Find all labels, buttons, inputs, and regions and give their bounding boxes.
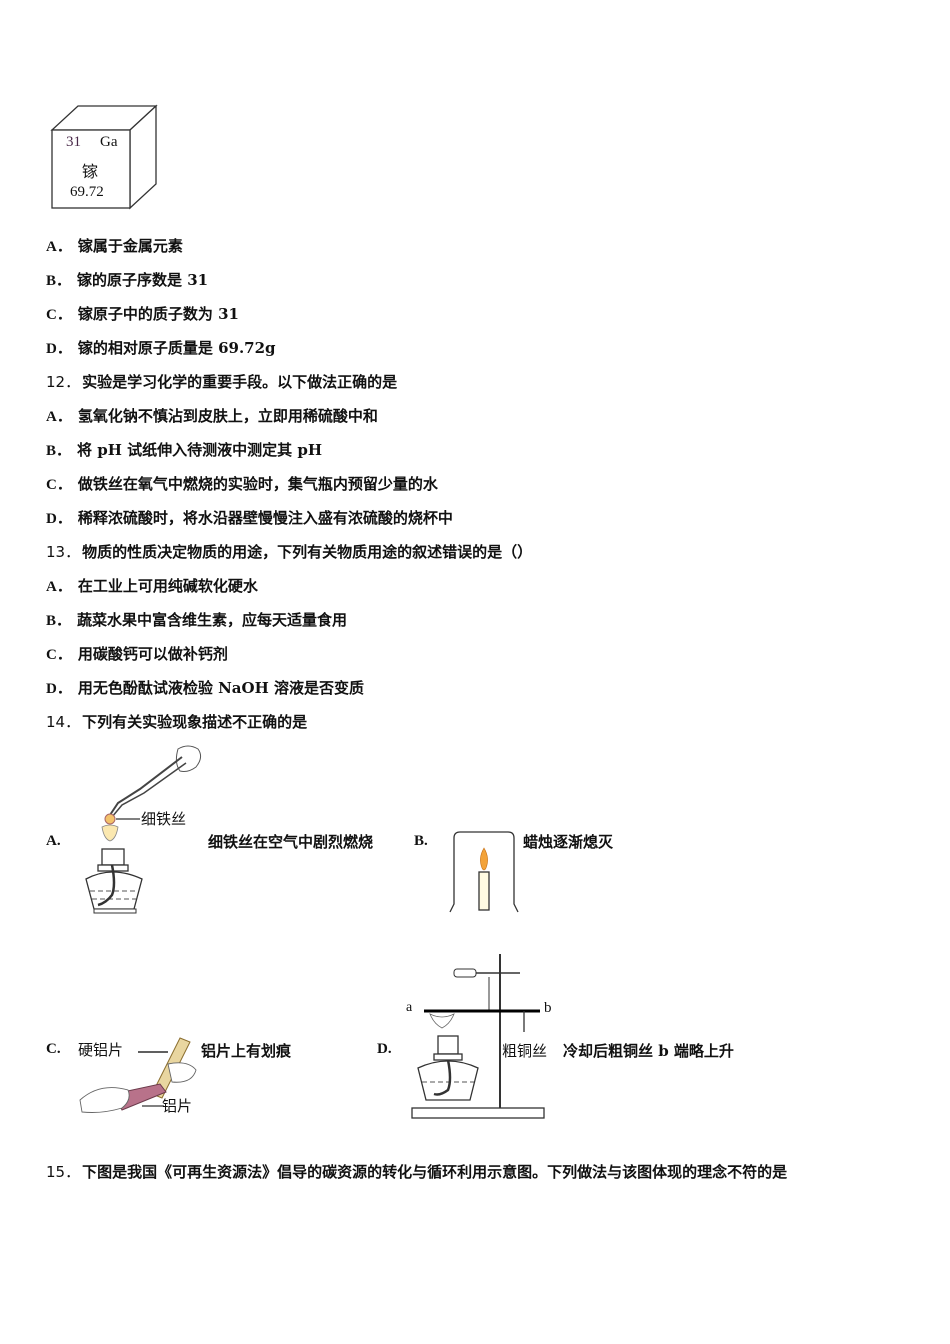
option-letter: C． bbox=[46, 477, 72, 493]
aluminium-scratch-figure: 硬铝片 铝片 bbox=[78, 1034, 198, 1120]
option-letter: B． bbox=[46, 443, 72, 459]
question-number: 13． bbox=[46, 543, 81, 561]
iron-wire-figure: 细铁丝 bbox=[78, 745, 208, 917]
option-text: 氢氧化钠不慎沾到皮肤上，立即用稀硫酸中和 bbox=[77, 407, 378, 425]
aluminium-label: 铝片 bbox=[162, 1097, 193, 1115]
q13-option-a: A． 在工业上可用纯碱软化硬水 bbox=[46, 576, 258, 597]
q15-stem: 15．下图是我国《可再生资源法》倡导的碳资源的转化与循环利用示意图。下列做法与该… bbox=[46, 1162, 787, 1182]
hard-aluminium-label: 硬铝片 bbox=[78, 1041, 124, 1059]
question-text: 物质的性质决定物质的用途，下列有关物质用途的叙述错误的是（） bbox=[82, 543, 533, 561]
copper-wire-figure: a b 粗铜丝 bbox=[404, 950, 564, 1122]
question-number: 14． bbox=[46, 713, 81, 731]
option-letter: C． bbox=[46, 307, 72, 323]
question-text: 下列有关实验现象描述不正确的是 bbox=[82, 713, 308, 731]
option-text: 稀释浓硫酸时，将水沿器壁慢慢注入盛有浓硫酸的烧杯中 bbox=[77, 509, 453, 527]
q14-option-a-text: 细铁丝在空气中剧烈燃烧 bbox=[208, 833, 374, 851]
q13-option-d: D． 用无色酚酞试液检验 NaOH 溶液是否变质 bbox=[46, 678, 364, 699]
iron-stand-and-lamp-icon bbox=[411, 954, 545, 1119]
option-text: 镓原子中的质子数为 31 bbox=[77, 305, 239, 323]
hands-aluminium-icon bbox=[79, 1037, 197, 1113]
q11-option-c: C． 镓原子中的质子数为 31 bbox=[46, 304, 239, 325]
atomic-number: 31 bbox=[66, 134, 81, 150]
q14-stem: 14．下列有关实验现象描述不正确的是 bbox=[46, 712, 307, 732]
candle-jar-figure bbox=[448, 830, 520, 914]
option-text: 镓的相对原子质量是 69.72g bbox=[77, 339, 276, 357]
option-text: 用无色酚酞试液检验 NaOH 溶液是否变质 bbox=[77, 679, 364, 697]
q14-option-b-text: 蜡烛逐渐熄灭 bbox=[523, 833, 614, 851]
question-text: 下图是我国《可再生资源法》倡导的碳资源的转化与循环利用示意图。下列做法与该图体现… bbox=[82, 1163, 788, 1181]
iron-wire-label: 细铁丝 bbox=[141, 810, 187, 828]
option-text: 将 pH 试纸伸入待测液中测定其 pH bbox=[77, 441, 323, 459]
option-letter: D． bbox=[46, 511, 72, 527]
q14-option-d-letter: D. bbox=[377, 1041, 392, 1057]
question-number: 15． bbox=[46, 1163, 81, 1181]
element-symbol: Ga bbox=[100, 134, 118, 150]
q14-option-a-letter: A. bbox=[46, 833, 61, 849]
q14-option-c-text: 铝片上有划痕 bbox=[201, 1042, 292, 1060]
element-card-figure: 31 Ga 镓 69.72 bbox=[50, 104, 160, 210]
q12-option-d: D． 稀释浓硫酸时，将水沿器壁慢慢注入盛有浓硫酸的烧杯中 bbox=[46, 508, 453, 529]
q12-option-a: A． 氢氧化钠不慎沾到皮肤上，立即用稀硫酸中和 bbox=[46, 406, 378, 427]
question-number: 12． bbox=[46, 373, 81, 391]
option-letter: C． bbox=[46, 647, 72, 663]
q12-option-c: C． 做铁丝在氧气中燃烧的实验时，集气瓶内预留少量的水 bbox=[46, 474, 438, 495]
q12-stem: 12．实验是学习化学的重要手段。以下做法正确的是 bbox=[46, 372, 397, 392]
option-letter: D． bbox=[46, 681, 72, 697]
q13-option-b: B． 蔬菜水果中富含维生素，应每天适量食用 bbox=[46, 610, 347, 631]
option-text: 用碳酸钙可以做补钙剂 bbox=[77, 645, 228, 663]
element-name: 镓 bbox=[82, 162, 99, 181]
option-letter: B． bbox=[46, 273, 72, 289]
q11-option-b: B． 镓的原子序数是 31 bbox=[46, 270, 208, 291]
q11-option-a: A． 镓属于金属元素 bbox=[46, 236, 183, 257]
q14-option-d-text: 冷却后粗铜丝 b 端略上升 bbox=[563, 1042, 734, 1060]
q13-stem: 13．物质的性质决定物质的用途，下列有关物质用途的叙述错误的是（） bbox=[46, 542, 532, 562]
q14-option-b-letter: B. bbox=[414, 833, 428, 849]
option-letter: A． bbox=[46, 239, 72, 255]
option-text: 镓属于金属元素 bbox=[77, 237, 183, 255]
end-a-label: a bbox=[406, 1000, 413, 1015]
q12-option-b: B． 将 pH 试纸伸入待测液中测定其 pH bbox=[46, 440, 322, 461]
option-text: 镓的原子序数是 31 bbox=[77, 271, 209, 289]
option-text: 蔬菜水果中富含维生素，应每天适量食用 bbox=[77, 611, 348, 629]
option-text: 做铁丝在氧气中燃烧的实验时，集气瓶内预留少量的水 bbox=[77, 475, 438, 493]
question-text: 实验是学习化学的重要手段。以下做法正确的是 bbox=[82, 373, 398, 391]
q11-option-d: D． 镓的相对原子质量是 69.72g bbox=[46, 338, 276, 359]
atomic-mass: 69.72 bbox=[70, 184, 104, 200]
q14-option-c-letter: C. bbox=[46, 1041, 61, 1057]
q13-option-c: C． 用碳酸钙可以做补钙剂 bbox=[46, 644, 228, 665]
candle-in-jar-icon bbox=[449, 831, 519, 913]
option-text: 在工业上可用纯碱软化硬水 bbox=[77, 577, 258, 595]
cube-outline-icon bbox=[50, 104, 158, 210]
tongs-and-lamp-icon bbox=[85, 745, 202, 914]
end-b-label: b bbox=[544, 1000, 552, 1016]
thick-copper-wire-label: 粗铜丝 bbox=[502, 1042, 548, 1060]
option-letter: A． bbox=[46, 579, 72, 595]
option-letter: B． bbox=[46, 613, 72, 629]
option-letter: D． bbox=[46, 341, 72, 357]
option-letter: A． bbox=[46, 409, 72, 425]
